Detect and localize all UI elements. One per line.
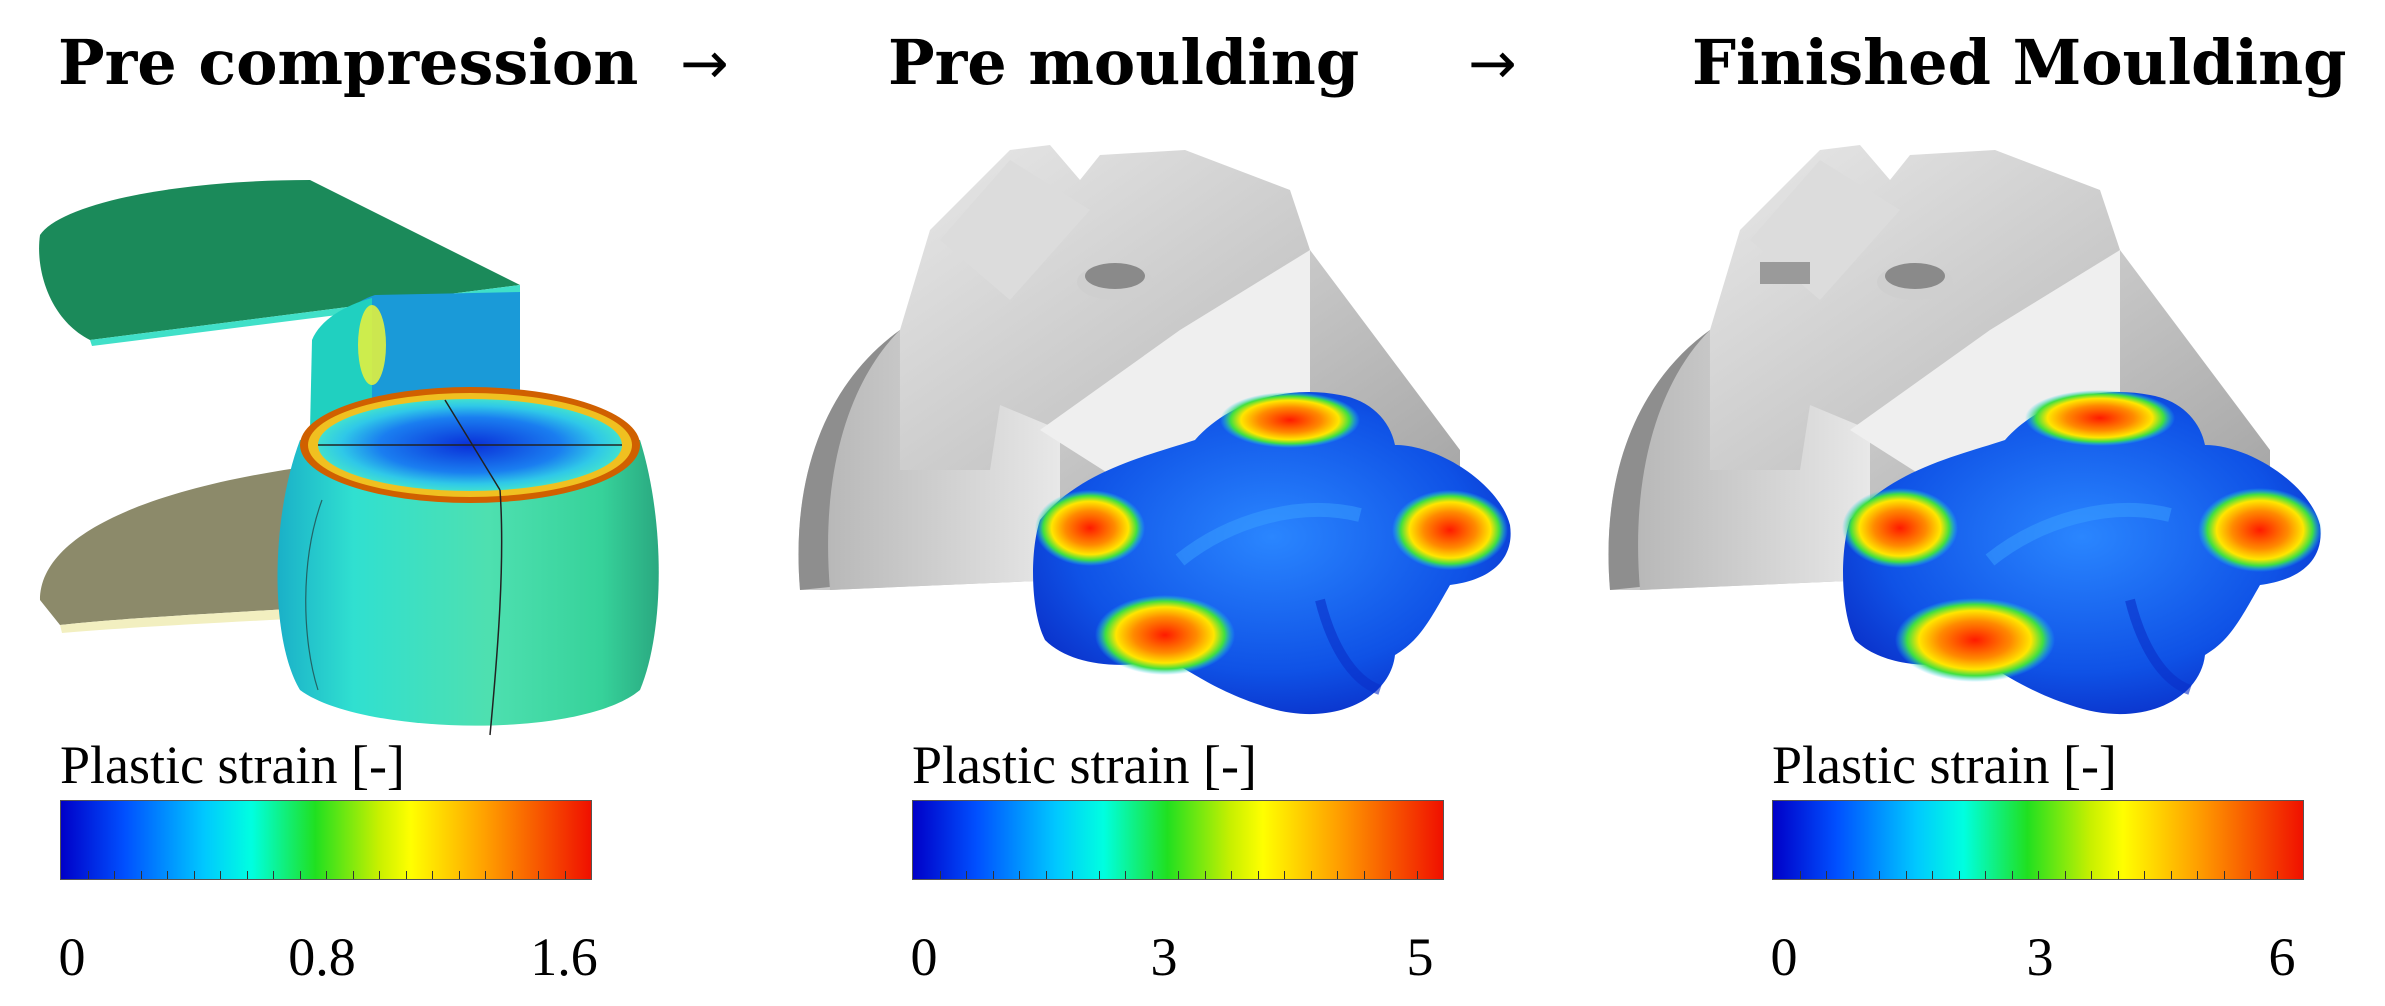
- colorbar-tick: [511, 871, 513, 879]
- colorbar-max-value: 5: [1406, 927, 1434, 987]
- colorbar-tick: [2223, 871, 2225, 879]
- colorbar-tick: [352, 871, 354, 879]
- colorbar-tick: [1337, 871, 1338, 879]
- colorbar-tick: [1852, 871, 1854, 879]
- colorbar-tick: [1231, 871, 1232, 879]
- colorbar-gradient: [1772, 800, 2304, 880]
- colorbar-tick: [1072, 871, 1073, 879]
- colorbar-tick: [326, 871, 327, 879]
- colorbar-label: Plastic strain [-]: [1772, 735, 2117, 795]
- colorbar-tick: [1257, 871, 1259, 879]
- colorbar-tick: [1178, 871, 1179, 879]
- stage-title-pre-moulding: Pre moulding: [888, 26, 1360, 99]
- colorbar-tick: [1098, 871, 1100, 879]
- colorbar-tick: [1799, 871, 1801, 879]
- colorbar-max-value: 1.6: [530, 927, 598, 987]
- colorbar-tick: [1204, 871, 1206, 879]
- colorbar-tick: [564, 871, 566, 879]
- colorbar-label: Plastic strain [-]: [60, 735, 405, 795]
- colorbar-tick: [1284, 871, 1285, 879]
- colorbar-min-value: 0: [1770, 927, 1798, 987]
- colorbar-tick: [87, 871, 89, 879]
- colorbar-gradient: [60, 800, 592, 880]
- colorbar-tick: [193, 871, 195, 879]
- colorbar-tick: [939, 871, 941, 879]
- colorbar-min-value: 0: [58, 927, 86, 987]
- colorbar-tick: [273, 871, 274, 879]
- colorbar-tick: [992, 871, 994, 879]
- colorbar-tick: [458, 871, 460, 879]
- colorbar-tick: [1363, 871, 1365, 879]
- colorbar-tick: [2011, 871, 2013, 879]
- colorbar-tick: [485, 871, 486, 879]
- pre-compression-model: [39, 180, 659, 736]
- colorbar-tick: [2197, 871, 2198, 879]
- colorbar-tick: [1932, 871, 1933, 879]
- colorbar-tick: [966, 871, 967, 879]
- arrow-icon: →: [1468, 29, 1517, 97]
- colorbar-tick: [1019, 871, 1020, 879]
- colorbar-mid-value: 3: [1150, 927, 1178, 987]
- colorbar-tick: [1958, 871, 1960, 879]
- colorbar-tick: [246, 871, 248, 879]
- colorbar-tick: [1125, 871, 1126, 879]
- colorbar-tick: [2276, 871, 2278, 879]
- colorbar-min-value: 0: [910, 927, 938, 987]
- colorbar-tick: [405, 871, 407, 879]
- colorbar-tick: [2250, 871, 2251, 879]
- stage-title-finished-moulding: Finished Moulding: [1692, 26, 2347, 99]
- colorbar-tick: [1390, 871, 1391, 879]
- pre-moulding-model: [798, 145, 1511, 715]
- colorbar-tick: [1905, 871, 1907, 879]
- colorbar-tick: [432, 871, 433, 879]
- finished-moulding-model: [1608, 145, 2322, 715]
- colorbar-tick: [2144, 871, 2145, 879]
- colorbar-tick: [1826, 871, 1827, 879]
- colorbar-tick: [1310, 871, 1312, 879]
- arrow-icon: →: [680, 29, 729, 97]
- colorbar-tick: [140, 871, 142, 879]
- colorbar-tick: [2064, 871, 2066, 879]
- colorbar-tick: [114, 871, 115, 879]
- colorbar-label: Plastic strain [-]: [912, 735, 1257, 795]
- colorbar-tick: [2170, 871, 2172, 879]
- colorbar-tick: [299, 871, 301, 879]
- colorbar-tick: [1151, 871, 1153, 879]
- colorbar-tick: [2117, 871, 2119, 879]
- stage-title-pre-compression: Pre compression: [58, 26, 639, 99]
- colorbar-tick: [1045, 871, 1047, 879]
- colorbar-tick: [1985, 871, 1986, 879]
- colorbar-mid-value: 3: [2026, 927, 2054, 987]
- colorbar-gradient: [912, 800, 1444, 880]
- colorbar-tick: [2091, 871, 2092, 879]
- colorbar-tick: [379, 871, 380, 879]
- colorbar-max-value: 6: [2268, 927, 2296, 987]
- colorbar-tick: [538, 871, 539, 879]
- colorbar-tick: [1416, 871, 1418, 879]
- colorbar-tick: [167, 871, 168, 879]
- colorbar-tick: [1879, 871, 1880, 879]
- colorbar-tick: [220, 871, 221, 879]
- colorbar-mid-value: 0.8: [288, 927, 356, 987]
- colorbar-tick: [2038, 871, 2039, 879]
